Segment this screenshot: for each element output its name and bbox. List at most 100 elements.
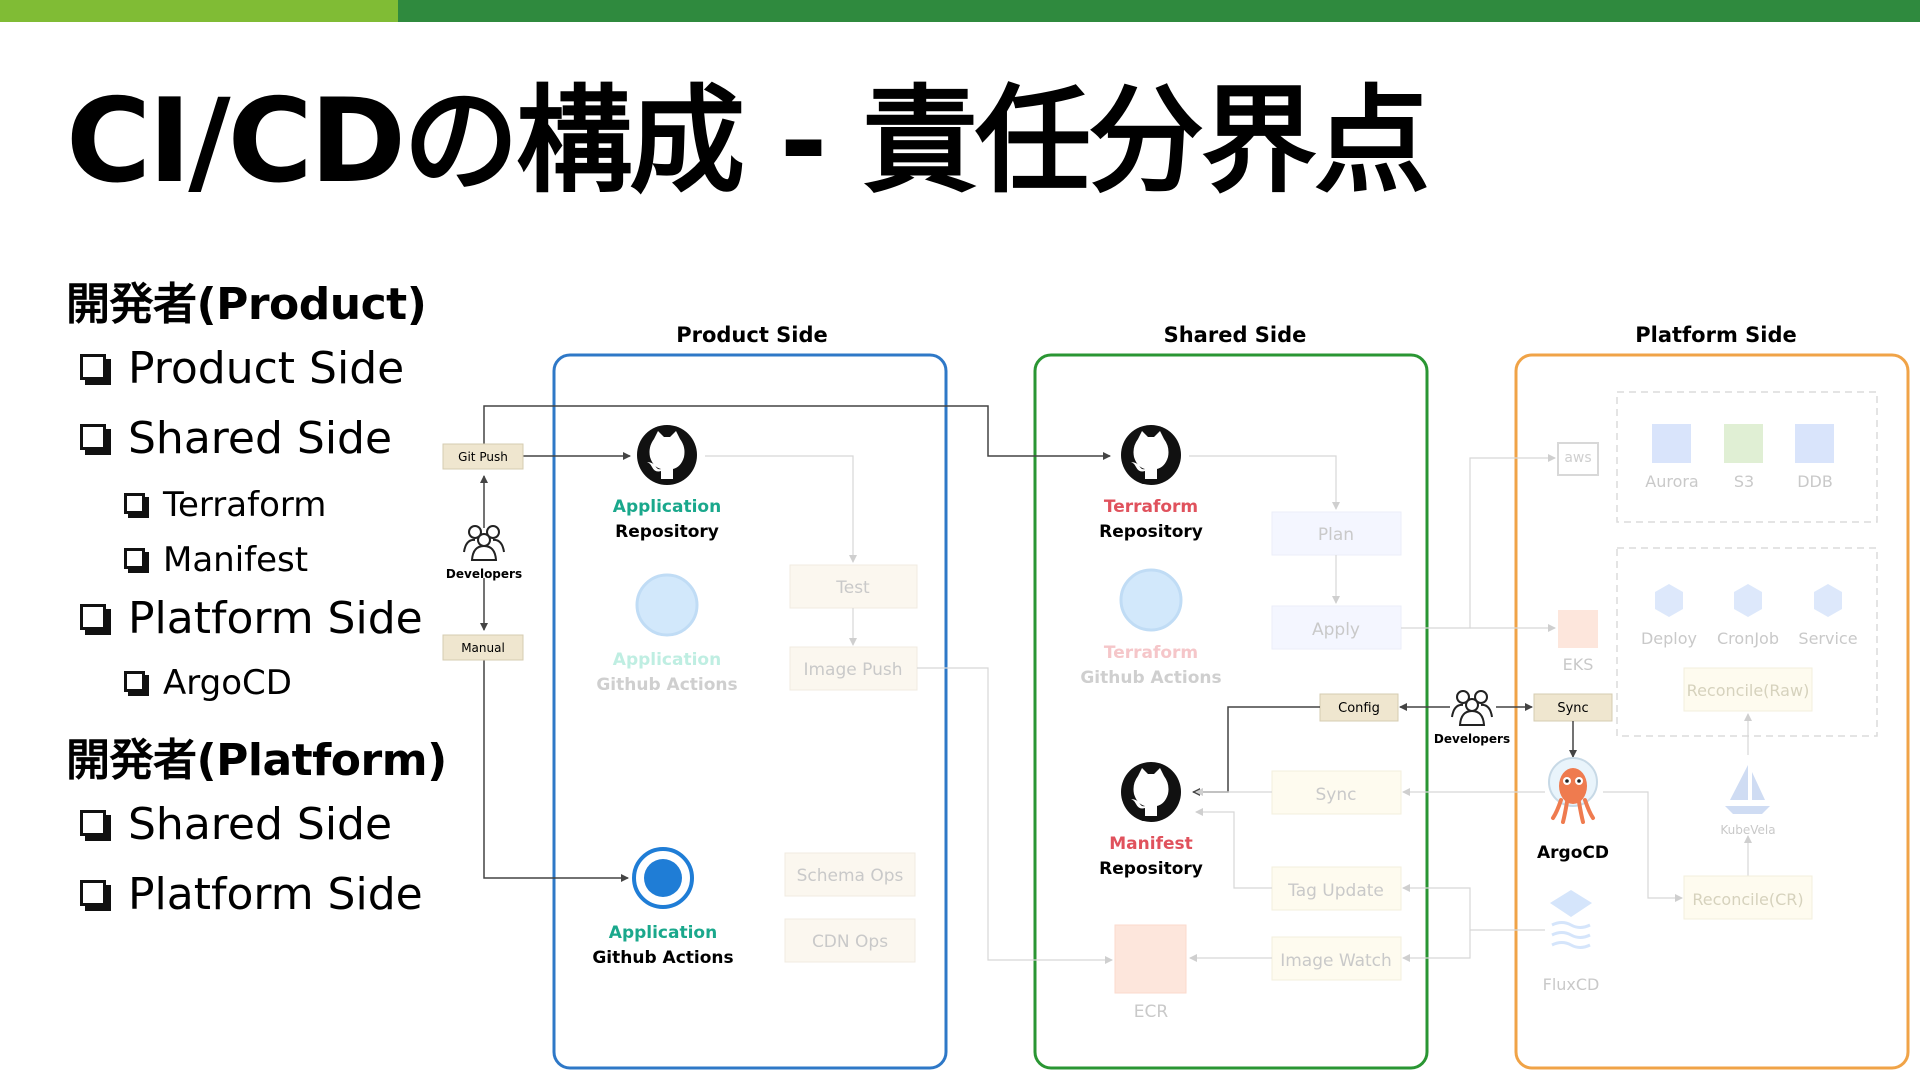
push-to-ecr-line [917, 667, 1113, 964]
github-icon [1121, 425, 1181, 485]
app-repo-sub: Repository [615, 522, 719, 542]
cronjob-icon [1734, 584, 1762, 617]
git-push-label: Git Push [458, 450, 508, 464]
sync-tag-label: Sync [1557, 701, 1588, 716]
s3-icon [1724, 424, 1763, 463]
aws-icon [1557, 442, 1599, 476]
checkbox-icon [124, 548, 145, 569]
faded-actions-label: Application [613, 650, 721, 670]
reconcile-cr-box [1683, 875, 1813, 920]
platform-dev-heading: 開発者(Platform) [66, 735, 447, 786]
reconcile-cr-label: Reconcile(CR) [1692, 890, 1803, 909]
test-label: Test [835, 578, 870, 598]
aurora-label: Aurora [1645, 472, 1698, 491]
fluxcd-label: FluxCD [1543, 975, 1600, 994]
top-accent-bar-light [0, 0, 398, 22]
developers-label: Developers [446, 567, 522, 581]
faded-actions-sub: Github Actions [596, 675, 737, 695]
list-item: Manifest [124, 540, 308, 580]
tf-repo-sub: Repository [1099, 522, 1203, 542]
ecr-icon [1114, 924, 1187, 994]
manifest-repo-label: Manifest [1109, 834, 1193, 854]
list-item: ArgoCD [124, 663, 292, 703]
eks-label: EKS [1563, 655, 1594, 674]
shared-side-panel [1033, 353, 1429, 1070]
aurora-icon [1652, 424, 1691, 463]
deploy-label: Deploy [1641, 629, 1697, 648]
kubevela-label: KubeVela [1720, 823, 1775, 837]
manual-label: Manual [461, 641, 505, 655]
argocd-icon [1548, 757, 1598, 824]
config-label: Config [1338, 701, 1380, 716]
sync-tag [1533, 693, 1613, 722]
product-side-title: Product Side [676, 323, 828, 347]
image-push-label: Image Push [803, 660, 902, 680]
tf-actions-sub: Github Actions [1080, 668, 1221, 688]
reconcile-raw-label: Reconcile(Raw) [1687, 681, 1810, 700]
image-watch-label: Image Watch [1280, 951, 1392, 971]
git-push-to-terraform-line [483, 405, 1111, 460]
plan-label: Plan [1318, 525, 1354, 545]
apply-label: Apply [1312, 620, 1360, 640]
service-label: Service [1798, 629, 1857, 648]
checkbox-icon [124, 671, 145, 692]
argocd-to-reconcile-line [1603, 791, 1683, 902]
checkbox-icon [80, 354, 106, 380]
github-actions-icon-faded [1119, 568, 1183, 632]
apply-to-aws-line [1401, 454, 1556, 629]
slide-title: CI/CDの構成 - 責任分界点 [66, 74, 1430, 209]
manual-to-actions-line [483, 660, 629, 882]
app-actions-sub: Github Actions [592, 948, 733, 968]
checkbox-icon [80, 604, 106, 630]
tf-actions-label: Terraform [1104, 643, 1198, 663]
manual-tag [442, 634, 524, 661]
deploy-icon [1655, 584, 1683, 617]
product-side-panel [552, 353, 948, 1070]
aws-label: aws [1564, 450, 1591, 466]
cdn-ops-box [784, 918, 916, 963]
sync-label: Sync [1316, 785, 1357, 805]
image-push-box [789, 646, 918, 691]
fluxcd-icon [1550, 890, 1592, 949]
list-item: Platform Side [80, 869, 423, 920]
list-item: Shared Side [80, 413, 392, 464]
repo-to-test-line [705, 455, 857, 563]
image-watch-box [1271, 936, 1402, 981]
ddb-icon [1795, 424, 1834, 463]
checkbox-icon [80, 810, 106, 836]
k8s-resources-group [1616, 547, 1878, 737]
service-icon [1814, 584, 1842, 617]
tf-repo-label: Terraform [1104, 497, 1198, 517]
platform-side-panel [1514, 353, 1910, 1070]
top-accent-bar [0, 0, 1920, 22]
github-actions-icon-faded [635, 573, 699, 637]
reconcile-raw-box [1683, 667, 1813, 712]
shared-side-title: Shared Side [1164, 323, 1307, 347]
tag-update-box [1271, 866, 1402, 911]
checkbox-icon [124, 493, 145, 514]
app-repo-label: Application [613, 497, 721, 517]
product-dev-heading: 開発者(Product) [66, 279, 427, 330]
list-item: Terraform [124, 485, 326, 525]
schema-ops-box [784, 852, 916, 897]
cdn-ops-label: CDN Ops [812, 932, 888, 952]
top-accent-bar-dark [398, 0, 1920, 22]
checkbox-icon [80, 424, 106, 450]
platform-developers-label: Developers [1434, 732, 1510, 746]
kubevela-icon [1725, 765, 1770, 814]
platform-side-title: Platform Side [1635, 323, 1797, 347]
checkbox-icon [80, 880, 106, 906]
aws-resources-group [1616, 391, 1878, 523]
argocd-label: ArgoCD [1537, 843, 1609, 863]
tag-update-label: Tag Update [1287, 881, 1384, 901]
config-tag [1319, 693, 1399, 722]
github-icon [637, 425, 697, 485]
cronjob-label: CronJob [1717, 629, 1779, 648]
git-push-tag [442, 443, 524, 470]
tf-repo-to-plan-line [1189, 455, 1340, 510]
test-box [789, 564, 918, 609]
list-item: Product Side [80, 343, 404, 394]
ddb-label: DDB [1797, 472, 1833, 491]
developers-icon [463, 525, 505, 561]
